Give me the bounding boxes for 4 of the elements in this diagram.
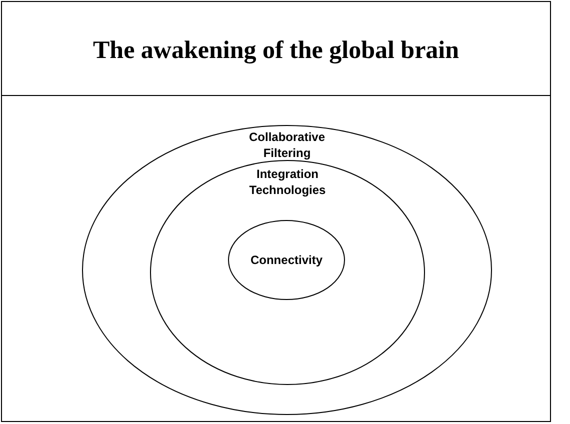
- ellipse-label: Integration Technologies: [248, 166, 327, 198]
- title: The awakening of the global brain: [92, 36, 460, 66]
- ellipse-label: Connectivity: [250, 252, 322, 268]
- ellipse-label: Collaborative Filtering: [248, 129, 326, 161]
